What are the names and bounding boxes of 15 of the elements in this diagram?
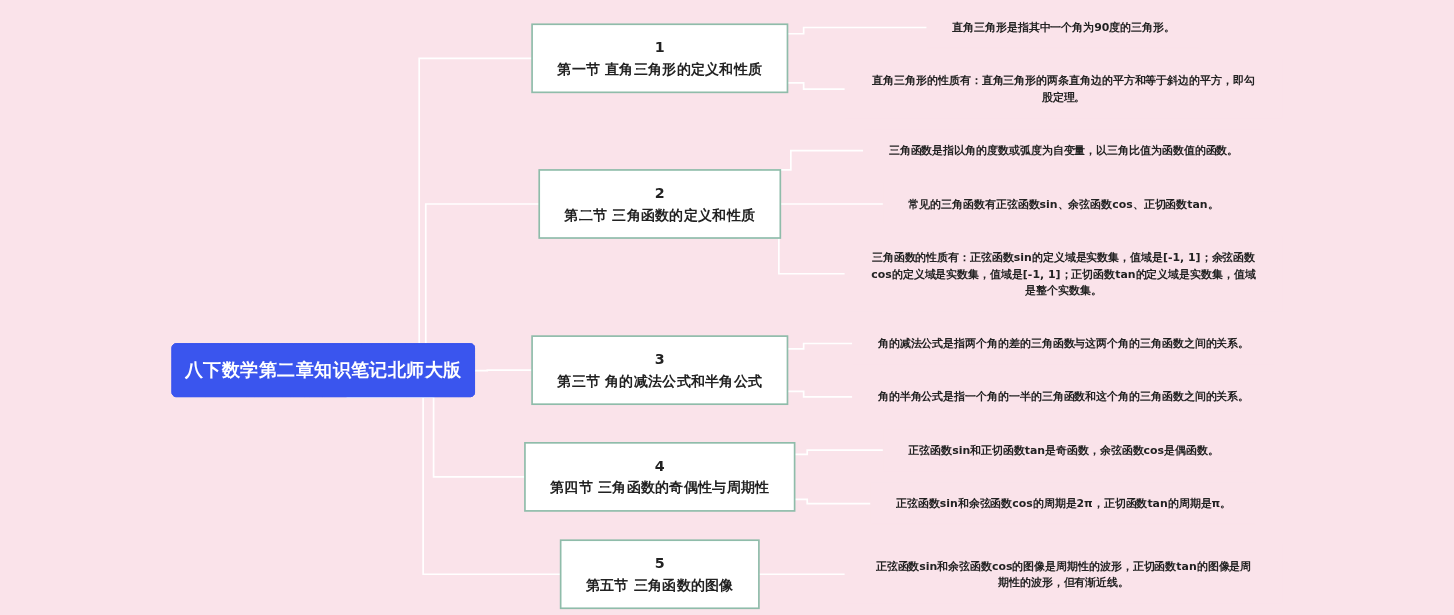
node-box: 2 第二节 三角函数的定义和性质 — [538, 169, 782, 239]
node-text: 直角三角形的性质有：直角三角形的两条直角边的平方和等于斜边的平方，即勾股定理。 — [872, 74, 1255, 104]
node-box: 4 第四节 三角函数的奇偶性与周期性 — [524, 442, 796, 512]
node-text: 正弦函数sin和余弦函数cos的图像是周期性的波形，正切函数tan的图像是周期性的波形，但有渐近线。 — [875, 559, 1252, 589]
node-box: 1 第一节 直角三角形的定义和性质 — [531, 23, 789, 94]
node-text: 常见的三角函数有正弦函数sin、余弦函数cos、正切函数tan。 — [908, 197, 1219, 211]
node-text: 直角三角形是指其中一个角为90度的三角形。 — [952, 21, 1175, 34]
node-text: 角的减法公式是指两个角的差的三角函数与这两个角的三角函数之间的关系。 — [877, 336, 1250, 350]
node-text: 三角函数的性质有：正弦函数sin的定义域是实数集，值域是[-1, 1]；余弦函数cos的定义域是实数集，值域是[-1, 1]；正切函数tan的定义域是实数集，值域是整个实数集。 — [871, 250, 1256, 297]
node-box: 3 第三节 角的减法公式和半角公式 — [531, 335, 789, 406]
node-text: 正弦函数sin和正切函数tan是奇函数，余弦函数cos是偶函数。 — [908, 443, 1219, 457]
node-text: 角的半角公式是指一个角的一半的三角函数和这个角的三角函数之间的关系。 — [877, 390, 1250, 403]
node-text: 三角函数是指以角的度数或弧度为自变量，以三角比值为函数值的函数。 — [888, 144, 1239, 157]
node-box: 5 第五节 三角函数的图像 — [559, 539, 760, 610]
node-text: 正弦函数sin和余弦函数cos的周期是2π，正切函数tan的周期是π。 — [896, 497, 1232, 510]
